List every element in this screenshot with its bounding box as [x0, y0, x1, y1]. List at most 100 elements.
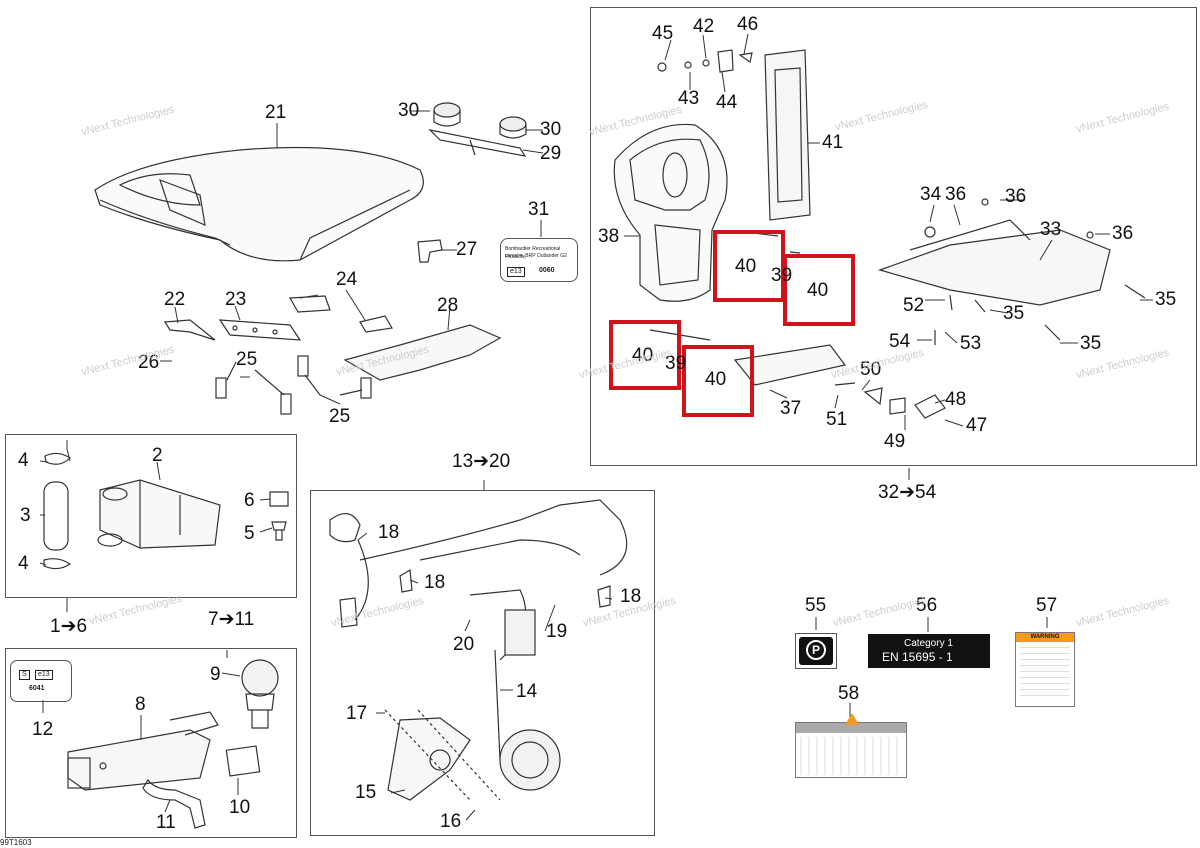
label-54[interactable]: 54 — [889, 331, 911, 352]
label-15[interactable]: 15 — [355, 782, 377, 803]
decal-12-s: S — [19, 670, 30, 680]
assembly-box-13-20 — [310, 490, 655, 836]
label-51[interactable]: 51 — [826, 409, 848, 430]
leader-lines — [39, 33, 1153, 821]
label-55[interactable]: 55 — [805, 595, 827, 616]
label-39a[interactable]: 39 — [771, 265, 793, 286]
label-4b[interactable]: 4 — [18, 553, 29, 574]
label-43[interactable]: 43 — [678, 88, 700, 109]
label-45[interactable]: 45 — [652, 23, 674, 44]
label-25a[interactable]: 25 — [236, 349, 258, 370]
label-36a[interactable]: 36 — [945, 184, 967, 205]
label-7-11[interactable]: 7➔11 — [208, 609, 255, 630]
hitch-plate-drawing — [97, 479, 221, 549]
receiver-drawing — [67, 711, 219, 791]
parts-42-46 — [657, 49, 753, 73]
label-25b[interactable]: 25 — [329, 406, 351, 427]
label-12[interactable]: 12 — [32, 719, 54, 740]
label-30b[interactable]: 30 — [540, 119, 562, 140]
label-35a[interactable]: 35 — [1155, 289, 1177, 310]
decal-56: Category 1 EN 15695 - 1 — [868, 634, 990, 668]
label-18a[interactable]: 18 — [378, 522, 400, 543]
label-28[interactable]: 28 — [437, 295, 459, 316]
label-11[interactable]: 11 — [156, 812, 176, 833]
label-30a[interactable]: 30 — [398, 100, 420, 121]
decal-31-code: 0060 — [539, 267, 555, 274]
label-19[interactable]: 19 — [546, 621, 568, 642]
label-57[interactable]: 57 — [1036, 595, 1058, 616]
part-33 — [878, 229, 1111, 306]
label-53[interactable]: 53 — [960, 333, 982, 354]
label-44[interactable]: 44 — [716, 92, 738, 113]
label-3[interactable]: 3 — [20, 505, 31, 526]
label-46[interactable]: 46 — [737, 14, 759, 35]
highlight-part-40-d[interactable] — [682, 345, 754, 417]
decal-57-text — [1020, 647, 1070, 701]
label-13-20[interactable]: 13➔20 — [452, 451, 511, 472]
label-35c[interactable]: 35 — [1080, 333, 1102, 354]
label-58[interactable]: 58 — [838, 683, 860, 704]
label-52[interactable]: 52 — [903, 295, 925, 316]
label-40b[interactable]: 40 — [807, 280, 829, 301]
backrest-drawing — [613, 123, 728, 302]
label-10[interactable]: 10 — [229, 797, 251, 818]
assembly-box-7-11 — [5, 648, 297, 838]
part-16-17-leaders — [384, 709, 501, 801]
part-11 — [142, 778, 206, 829]
part-25-posts — [215, 355, 372, 415]
label-6[interactable]: 6 — [244, 490, 255, 511]
label-29[interactable]: 29 — [540, 143, 562, 164]
label-36b[interactable]: 36 — [1005, 186, 1027, 207]
label-9[interactable]: 9 — [210, 664, 221, 685]
label-5[interactable]: 5 — [244, 523, 255, 544]
label-40a[interactable]: 40 — [735, 256, 757, 277]
label-33[interactable]: 33 — [1040, 219, 1062, 240]
label-47[interactable]: 47 — [966, 415, 988, 436]
label-36c[interactable]: 36 — [1112, 223, 1134, 244]
part-33-edge — [909, 219, 1031, 251]
label-17[interactable]: 17 — [346, 703, 368, 724]
label-24[interactable]: 24 — [336, 269, 358, 290]
label-56[interactable]: 56 — [916, 595, 938, 616]
wiring-harness-drawing — [329, 499, 628, 791]
label-1-6[interactable]: 1➔6 — [50, 616, 88, 637]
label-22[interactable]: 22 — [164, 289, 186, 310]
label-2[interactable]: 2 — [152, 445, 163, 466]
seat-drawing — [94, 146, 424, 262]
label-41[interactable]: 41 — [822, 132, 844, 153]
label-35b[interactable]: 35 — [1003, 303, 1025, 324]
label-26[interactable]: 26 — [138, 352, 160, 373]
label-23[interactable]: 23 — [225, 289, 247, 310]
label-50[interactable]: 50 — [860, 359, 882, 380]
label-32-54[interactable]: 32➔54 — [878, 482, 937, 503]
label-27[interactable]: 27 — [456, 239, 478, 260]
label-49[interactable]: 49 — [884, 431, 906, 452]
decal-58-body — [800, 737, 902, 775]
label-31[interactable]: 31 — [528, 199, 550, 220]
label-18c[interactable]: 18 — [620, 586, 642, 607]
highlight-part-40-c[interactable] — [609, 320, 681, 390]
label-39b[interactable]: 39 — [665, 353, 687, 374]
decal-31-mark: e13 — [507, 267, 525, 277]
label-34[interactable]: 34 — [920, 184, 942, 205]
label-40d[interactable]: 40 — [705, 369, 727, 390]
label-16[interactable]: 16 — [440, 811, 462, 832]
label-8[interactable]: 8 — [135, 694, 146, 715]
highlight-part-40-b[interactable] — [783, 254, 855, 326]
part-10 — [225, 745, 261, 777]
label-37[interactable]: 37 — [780, 398, 802, 419]
label-20[interactable]: 20 — [453, 634, 475, 655]
label-21[interactable]: 21 — [265, 102, 287, 123]
label-4a[interactable]: 4 — [18, 450, 29, 471]
decal-56-standard: EN 15695 - 1 — [882, 650, 953, 664]
label-48[interactable]: 48 — [945, 389, 967, 410]
parts-47-51 — [834, 382, 946, 419]
label-42[interactable]: 42 — [693, 16, 715, 37]
part-41 — [764, 49, 811, 221]
label-38[interactable]: 38 — [598, 226, 620, 247]
label-40c[interactable]: 40 — [632, 345, 654, 366]
label-18b[interactable]: 18 — [424, 572, 446, 593]
decal-58 — [795, 713, 907, 778]
label-14[interactable]: 14 — [516, 681, 538, 702]
